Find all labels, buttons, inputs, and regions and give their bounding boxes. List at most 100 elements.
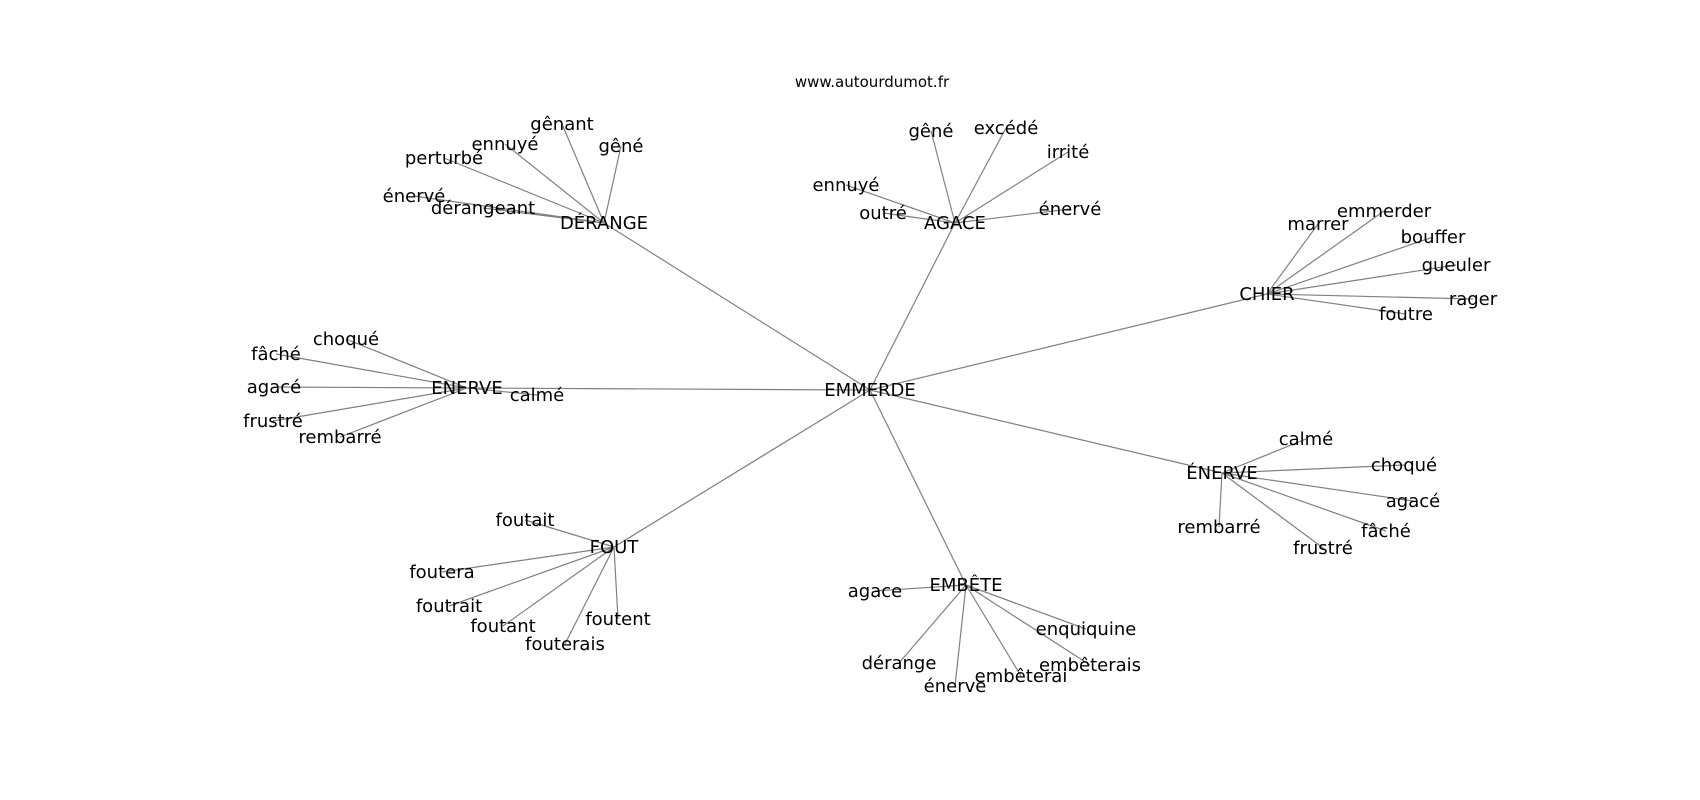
edge-hub-4-leaf-3 bbox=[965, 584, 1022, 677]
leaf-node-label: gêné bbox=[599, 136, 644, 157]
hub-node-label: DÉRANGE bbox=[560, 212, 648, 234]
edge-hub-6-leaf-4 bbox=[339, 387, 468, 438]
edge-hub-0-leaf-5 bbox=[482, 207, 605, 224]
hub-node-label: FOUT bbox=[590, 537, 640, 558]
edge-hub-6-leaf-2 bbox=[273, 386, 468, 389]
edge-hub-6-leaf-0 bbox=[345, 338, 468, 389]
leaf-node-label: outré bbox=[859, 203, 907, 224]
edge-hub-6-leaf-3 bbox=[272, 387, 468, 422]
edge-hub-0-leaf-1 bbox=[603, 145, 622, 224]
leaf-node-label: foutre bbox=[1379, 304, 1433, 325]
leaf-node-label: perturbé bbox=[405, 148, 483, 169]
leaf-node-label: foutait bbox=[496, 510, 555, 531]
edge-hub-5-leaf-3 bbox=[502, 546, 615, 627]
leaf-node-label: ennuyé bbox=[471, 134, 538, 155]
edge-center-hub-0 bbox=[603, 222, 871, 391]
hub-node-label: EMBÊTE bbox=[930, 574, 1003, 596]
site-url-label: www.autourdumot.fr bbox=[795, 73, 950, 91]
leaf-node-label: ennuyé bbox=[812, 175, 879, 196]
edge-hub-4-leaf-5 bbox=[898, 584, 967, 664]
leaf-node-label: calmé bbox=[510, 385, 565, 406]
edge-hub-3-leaf-4 bbox=[1221, 472, 1324, 549]
leaf-node-label: choqué bbox=[313, 329, 379, 350]
leaf-node-label: énervé bbox=[1039, 199, 1102, 220]
leaf-node-label: embêterai bbox=[975, 666, 1068, 687]
leaf-node-label: agacé bbox=[1386, 491, 1440, 512]
leaf-node-label: marrer bbox=[1287, 214, 1349, 235]
edge-hub-1-leaf-2 bbox=[954, 151, 1069, 224]
edge-hub-2-leaf-2 bbox=[1266, 236, 1434, 295]
leaf-node-label: enquiquine bbox=[1036, 619, 1137, 640]
hub-node-label: ÉNERVE bbox=[1186, 462, 1257, 484]
edge-hub-6-leaf-1 bbox=[275, 353, 468, 389]
edge-hub-3-leaf-5 bbox=[1218, 472, 1223, 528]
edge-center-hub-5 bbox=[613, 389, 871, 548]
edge-hub-5-leaf-1 bbox=[441, 546, 615, 573]
edge-hub-4-leaf-4 bbox=[954, 584, 967, 687]
leaf-node-label: énervé bbox=[383, 186, 446, 207]
edge-center-hub-2 bbox=[869, 293, 1268, 391]
graph-labels: EMMERDEDÉRANGEgênantgênéennuyéperturbéén… bbox=[243, 114, 1498, 697]
edge-hub-1-leaf-0 bbox=[930, 130, 956, 224]
leaf-node-label: énerve bbox=[924, 676, 987, 697]
edge-hub-4-leaf-1 bbox=[965, 584, 1087, 630]
edge-hub-0-leaf-2 bbox=[504, 143, 605, 224]
edge-center-hub-6 bbox=[466, 387, 871, 391]
edge-center-hub-3 bbox=[869, 389, 1223, 474]
edge-center-hub-4 bbox=[869, 389, 967, 586]
edge-hub-4-leaf-0 bbox=[874, 584, 967, 592]
leaf-node-label: embêterais bbox=[1039, 655, 1141, 676]
leaf-node-label: dérange bbox=[862, 653, 937, 674]
edge-hub-2-leaf-1 bbox=[1266, 223, 1319, 295]
edge-hub-5-leaf-0 bbox=[524, 519, 615, 548]
edge-hub-2-leaf-5 bbox=[1266, 293, 1407, 315]
leaf-node-label: foutent bbox=[585, 609, 650, 630]
leaf-node-label: agacé bbox=[247, 377, 301, 398]
edge-hub-1-leaf-3 bbox=[845, 184, 956, 224]
edge-hub-3-leaf-1 bbox=[1221, 464, 1405, 474]
leaf-node-label: choqué bbox=[1371, 455, 1437, 476]
edge-hub-5-leaf-5 bbox=[613, 546, 619, 620]
leaf-node-label: irrité bbox=[1047, 142, 1090, 163]
leaf-node-label: gêné bbox=[909, 121, 954, 142]
hub-node-label: CHIER bbox=[1239, 284, 1294, 305]
edge-hub-0-leaf-0 bbox=[561, 123, 605, 224]
leaf-node-label: gueuler bbox=[1422, 255, 1491, 276]
edge-hub-1-leaf-1 bbox=[954, 127, 1007, 224]
leaf-node-label: bouffer bbox=[1401, 227, 1466, 248]
edge-hub-5-leaf-4 bbox=[564, 546, 615, 645]
leaf-node-label: excédé bbox=[974, 118, 1039, 139]
edge-hub-0-leaf-3 bbox=[443, 157, 605, 224]
edge-hub-1-leaf-5 bbox=[954, 208, 1071, 224]
leaf-node-label: calmé bbox=[1279, 429, 1334, 450]
leaf-node-label: frustré bbox=[1293, 538, 1353, 559]
edge-hub-3-leaf-2 bbox=[1221, 472, 1414, 502]
edge-hub-5-leaf-2 bbox=[448, 546, 615, 607]
edge-hub-3-leaf-3 bbox=[1221, 472, 1387, 532]
edge-hub-6-leaf-5 bbox=[466, 387, 538, 396]
leaf-node-label: foutera bbox=[409, 562, 474, 583]
leaf-node-label: dérangeant bbox=[431, 198, 535, 219]
leaf-node-label: fâché bbox=[1361, 521, 1411, 542]
edge-center-hub-1 bbox=[869, 222, 956, 391]
leaf-node-label: fâché bbox=[251, 344, 301, 365]
hub-node-label: ENERVE bbox=[431, 378, 502, 399]
edge-hub-1-leaf-4 bbox=[882, 212, 956, 224]
edge-hub-3-leaf-0 bbox=[1221, 438, 1307, 474]
center-node-label: EMMERDE bbox=[824, 380, 916, 401]
graph-edges bbox=[272, 123, 1474, 687]
leaf-node-label: foutrait bbox=[416, 596, 482, 617]
leaf-node-label: rembarré bbox=[1177, 517, 1260, 538]
leaf-node-label: foutant bbox=[470, 616, 535, 637]
leaf-node-label: rager bbox=[1449, 289, 1498, 310]
leaf-node-label: frustré bbox=[243, 411, 303, 432]
hub-node-label: AGACE bbox=[924, 213, 986, 234]
leaf-node-label: agace bbox=[848, 581, 902, 602]
edge-hub-2-leaf-4 bbox=[1266, 293, 1474, 300]
edge-hub-2-leaf-3 bbox=[1266, 264, 1457, 295]
leaf-node-label: emmerder bbox=[1337, 201, 1432, 222]
leaf-node-label: rembarré bbox=[298, 427, 381, 448]
edge-hub-2-leaf-0 bbox=[1266, 210, 1385, 295]
leaf-node-label: gênant bbox=[530, 114, 593, 135]
